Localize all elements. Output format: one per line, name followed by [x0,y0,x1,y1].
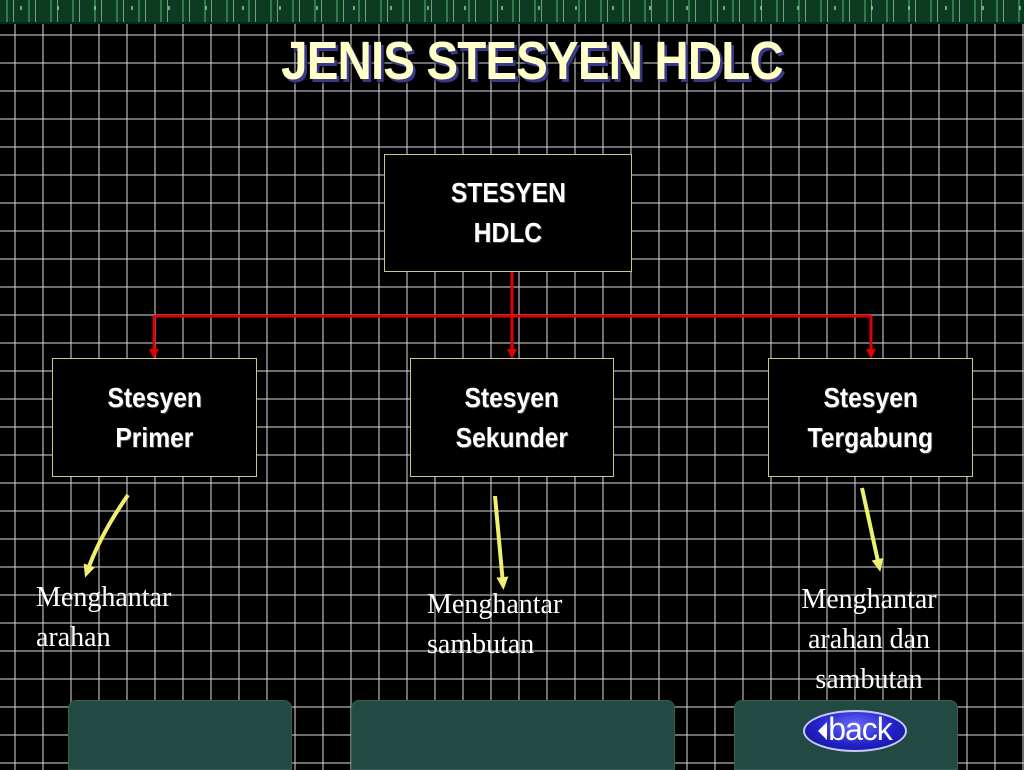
arrow-primer [83,493,130,578]
node-label-2: Tergabung [807,421,934,453]
footer-panel-center [351,700,675,770]
desc-line: Menghantar [801,584,937,615]
back-arrow-icon [818,722,828,740]
desc-sekunder: Menghantar sambutan [427,585,562,665]
root-node-stesyen-hdlc: STESYEN HDLC [384,154,632,272]
root-node-label-1: STESYEN [450,177,566,208]
node-label-2: Primer [115,421,194,453]
page-title: JENIS STESYEN HDLC [281,31,784,91]
node-label-1: Stesyen [107,381,202,413]
desc-line: sambutan [815,664,923,695]
desc-line: Menghantar [427,589,563,620]
back-button-label: back [828,710,893,747]
node-label-2: Sekunder [455,421,569,453]
desc-line: arahan [36,622,111,653]
back-button[interactable]: back [803,710,907,752]
desc-line: arahan dan [807,624,931,655]
desc-primer: Menghantar arahan [36,578,171,658]
node-stesyen-tergabung: Stesyen Tergabung [768,358,973,477]
root-node-label-2: HDLC [473,217,543,248]
desc-line: Menghantar [36,582,172,613]
desc-tergabung: Menghantar arahan dan sambutan [768,580,970,700]
node-label-1: Stesyen [464,381,560,413]
node-stesyen-sekunder: Stesyen Sekunder [410,358,614,477]
circuit-strip [0,0,1024,24]
arrow-sekunder [493,495,509,590]
desc-line: sambutan [427,629,535,660]
node-stesyen-primer: Stesyen Primer [52,358,257,477]
arrow-tergabung [860,487,884,572]
node-label-1: Stesyen [823,381,918,413]
footer-panel-left [68,700,292,770]
